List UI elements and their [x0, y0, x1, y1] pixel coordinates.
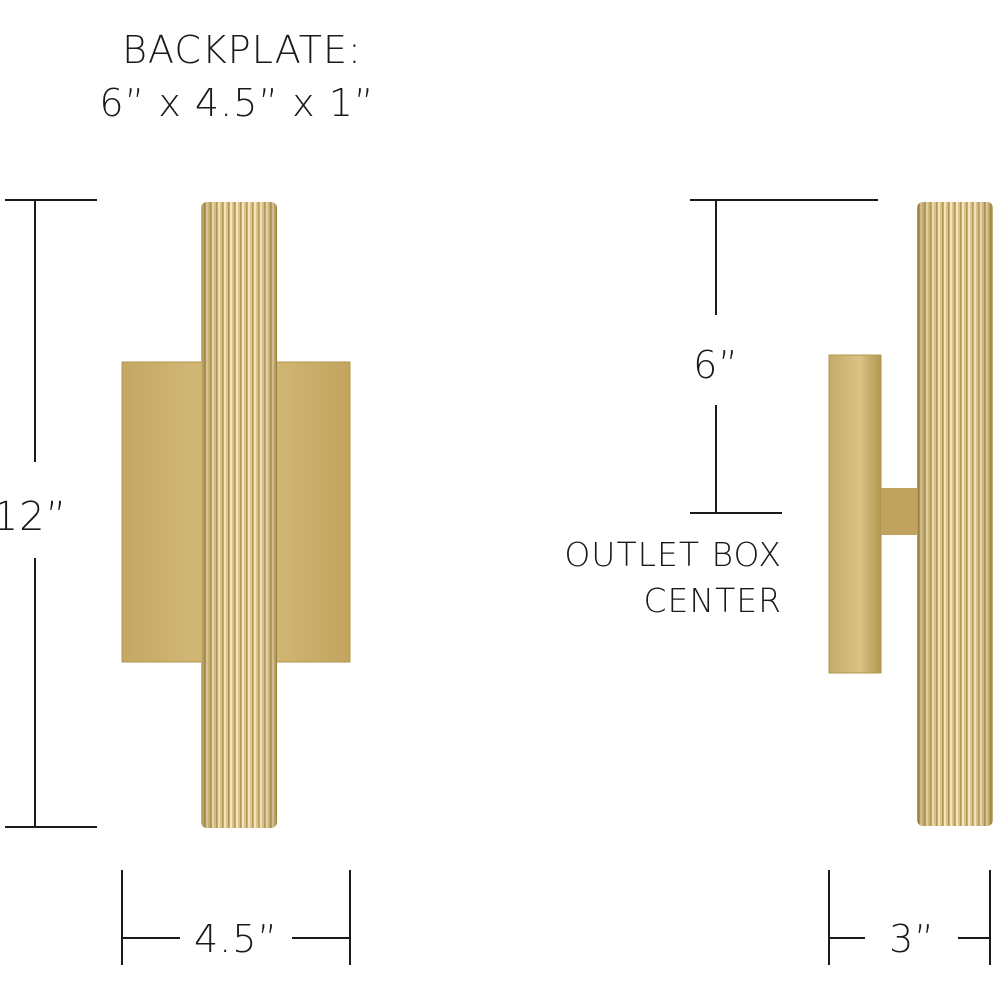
front-view: [121, 202, 351, 828]
side-view: [828, 202, 993, 826]
dimension-lines: [5, 199, 991, 965]
arm-side: [881, 488, 918, 535]
outlet-label-line1: OUTLET BOX: [564, 535, 782, 574]
height-label: 12”: [0, 494, 67, 540]
backplate-side: [828, 354, 882, 674]
title-line2: 6” x 4.5” x 1”: [99, 81, 374, 125]
rod-shading: [201, 202, 277, 828]
backplate-width-label: 4.5”: [194, 917, 278, 961]
extension-label: 3”: [889, 917, 935, 961]
title-line1: BACKPLATE:: [122, 28, 362, 72]
outlet-label-line2: CENTER: [643, 581, 782, 620]
rod-shading: [917, 202, 993, 826]
outlet-offset-label: 6”: [693, 343, 739, 387]
